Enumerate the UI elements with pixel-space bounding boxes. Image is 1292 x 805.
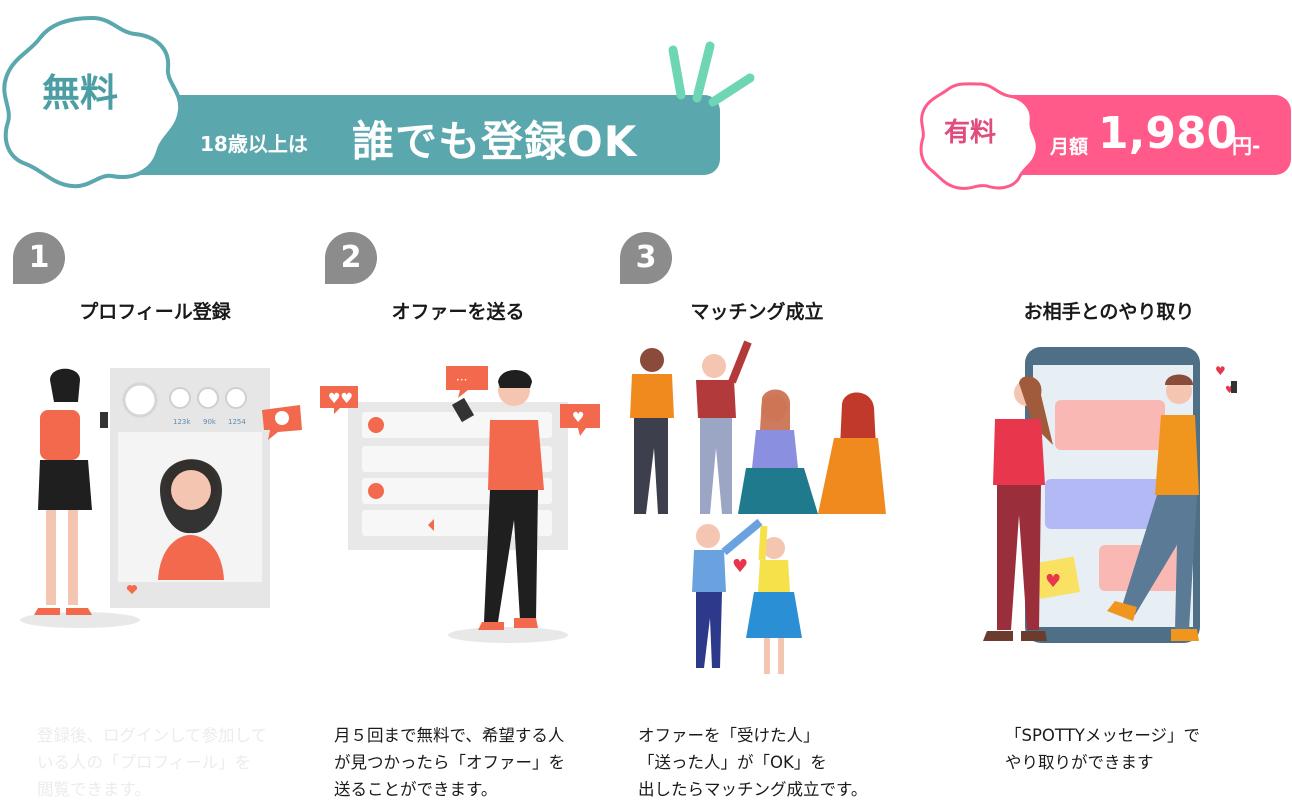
svg-text:♥: ♥ [732,556,748,577]
free-badge-label: 無料 [42,71,119,115]
step-4-title: お相手とのやり取り [1023,301,1195,323]
paid-badge-label: 有料 [944,118,997,148]
free-banner [140,95,720,175]
matching-illustration: ♥ [628,338,890,683]
step-3-description: オファーを「受けた人」 「送った人」が「OK」を 出したらマッチング成立です。 [638,726,868,799]
svg-text:123k: 123k [173,418,191,426]
step-2-number: 2 [325,232,377,284]
sparkle-icon [668,41,755,107]
free-sub-label: 18歳以上は [200,132,308,156]
paid-badge-shape [919,82,1039,190]
svg-text:♥: ♥ [1045,571,1061,592]
messaging-illustration: ♥ ♥ ♥ [975,345,1255,650]
svg-text:♥: ♥ [572,410,585,426]
svg-text:♥: ♥ [1225,385,1234,396]
free-badge-shape [2,15,183,189]
paid-banner [985,95,1291,175]
step-4-description: 「SPOTTYメッセージ」で やり取りができます [1005,726,1201,772]
step-2-description: 月５回まで無料で、希望する人 が見つかったら「オファー」を 送ることができます。 [334,726,565,799]
offer-illustration: ♥♥ ··· ♥ [318,360,608,645]
svg-text:♥♥: ♥♥ [328,391,353,407]
paid-sub-label: 月額 [1050,136,1089,158]
svg-text:90k: 90k [203,418,217,426]
free-main-label: 誰でも登録OK [352,117,638,166]
paid-price: 1,980 [1098,108,1238,159]
svg-text:···: ··· [456,373,467,387]
svg-text:♥: ♥ [1215,364,1226,378]
step-3-title: マッチング成立 [690,301,824,323]
profile-illustration: 123k 90k 1254 [10,350,310,630]
svg-text:1254: 1254 [228,418,246,426]
step-1-title: プロフィール登録 [79,301,231,323]
step-1-number: 1 [13,232,65,284]
step-3-number: 3 [620,232,672,284]
paid-unit: 円- [1232,134,1261,158]
step-2-title: オファーを送る [391,301,525,323]
step-1-description: 登録後、ログインして参加して いる人の「プロフィール」を 閲覧できます。 [37,726,268,799]
